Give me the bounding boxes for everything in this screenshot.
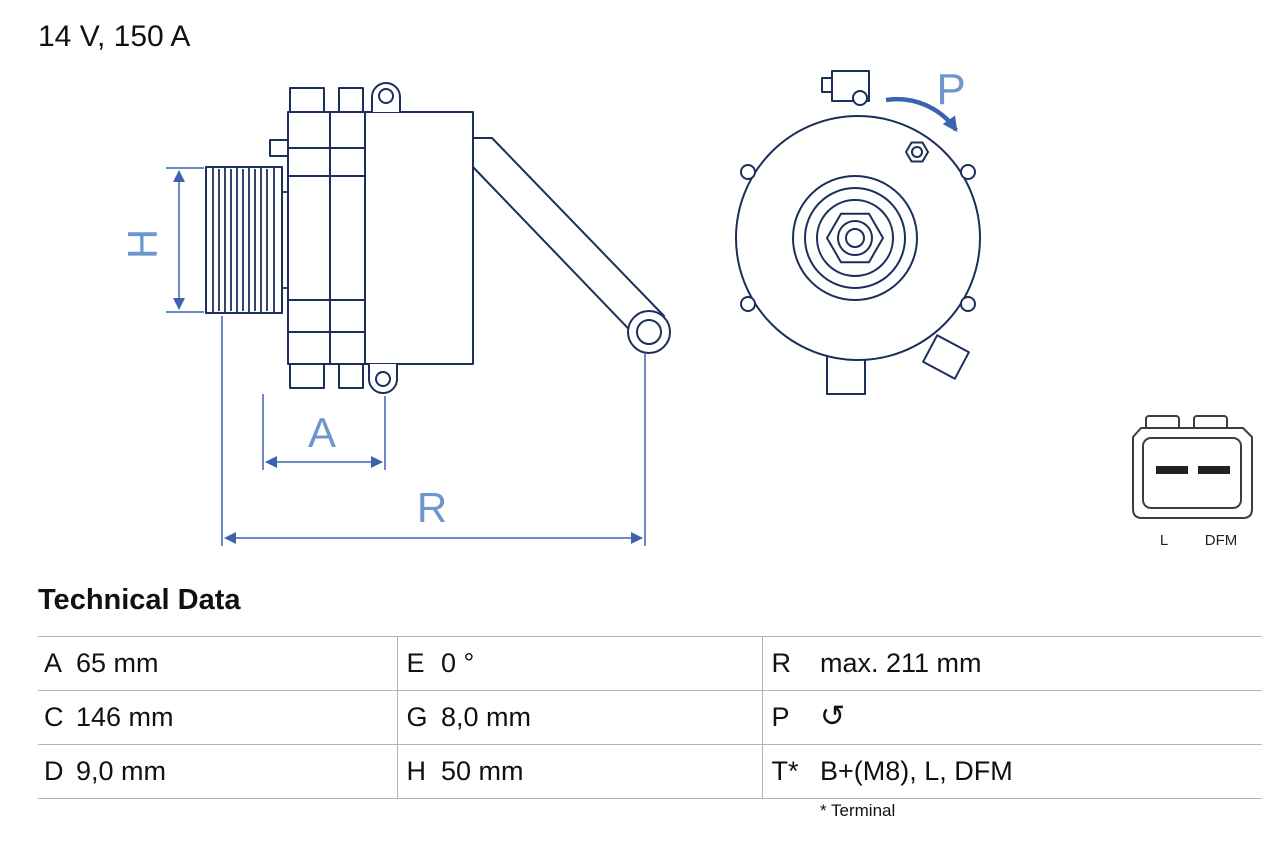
pulley (205, 166, 289, 314)
front-bracket (269, 87, 366, 389)
table-row: D 9,0 mm H 50 mm T* B+(M8), L, DFM (38, 744, 1262, 799)
technical-data-table: A 65 mm E 0 ° R max. 211 mm C 146 mm G 8… (38, 636, 1262, 799)
rating-title: 14 V, 150 A (38, 20, 191, 53)
front-view (735, 70, 981, 395)
front-bottom-right-tab (922, 334, 970, 380)
spec-key: H (396, 744, 441, 799)
spec-value: ↺ (820, 690, 1262, 745)
connector-label-dfm: DFM (1205, 532, 1238, 549)
table-row: A 65 mm E 0 ° R max. 211 mm (38, 636, 1262, 691)
spec-key: P (761, 690, 820, 745)
alternator-technical-drawing: H A R (119, 65, 1253, 549)
dimension-r-label: R (417, 484, 447, 531)
mounting-arm (472, 137, 671, 354)
connector-outline (1132, 427, 1253, 519)
rotation-arrow-icon (885, 96, 958, 133)
spec-value: max. 211 mm (820, 636, 1262, 691)
spec-value: 65 mm (76, 636, 397, 691)
shaft-hub (792, 175, 918, 301)
spec-key: D (38, 744, 76, 799)
top-mounting-ear (371, 82, 401, 112)
front-housing (735, 115, 981, 361)
spec-value: B+(M8), L, DFM (820, 744, 1262, 799)
connector-pin-dfm (1198, 466, 1230, 474)
connector-label-l: L (1160, 532, 1168, 549)
dimension-h-label: H (119, 229, 166, 259)
spec-value: 0 ° (441, 636, 762, 691)
dimension-a-label: A (308, 409, 336, 456)
alternator-body (364, 111, 474, 365)
spec-value: 8,0 mm (441, 690, 762, 745)
technical-data-heading: Technical Data (38, 584, 241, 616)
rim-screws (740, 164, 976, 312)
rotation-ccw-icon: ↺ (820, 700, 846, 733)
bottom-mounting-ear (368, 364, 398, 394)
connector-pin-l (1156, 466, 1188, 474)
spec-key: T* (761, 744, 820, 799)
dimension-r: R (221, 316, 646, 546)
spec-key: E (396, 636, 441, 691)
spec-value: 50 mm (441, 744, 762, 799)
spec-key: A (38, 636, 76, 691)
spec-key: C (38, 690, 76, 745)
dimensions: H A R (119, 167, 646, 546)
spec-key: R (761, 636, 820, 691)
dimension-h: H (119, 167, 204, 313)
shaft-nut (826, 212, 884, 264)
hex-bolt (905, 141, 929, 163)
spec-value: 146 mm (76, 690, 397, 745)
rotation-direction: P (885, 65, 966, 133)
table-row: C 146 mm G 8,0 mm P ↺ (38, 690, 1262, 745)
rotation-direction-label: P (936, 65, 965, 114)
spec-value: 9,0 mm (76, 744, 397, 799)
dimension-a: A (262, 394, 386, 470)
connector-diagram: L DFM (1132, 415, 1253, 549)
terminal-footnote: * Terminal (820, 801, 896, 820)
spec-key: G (396, 690, 441, 745)
side-view (205, 82, 671, 394)
